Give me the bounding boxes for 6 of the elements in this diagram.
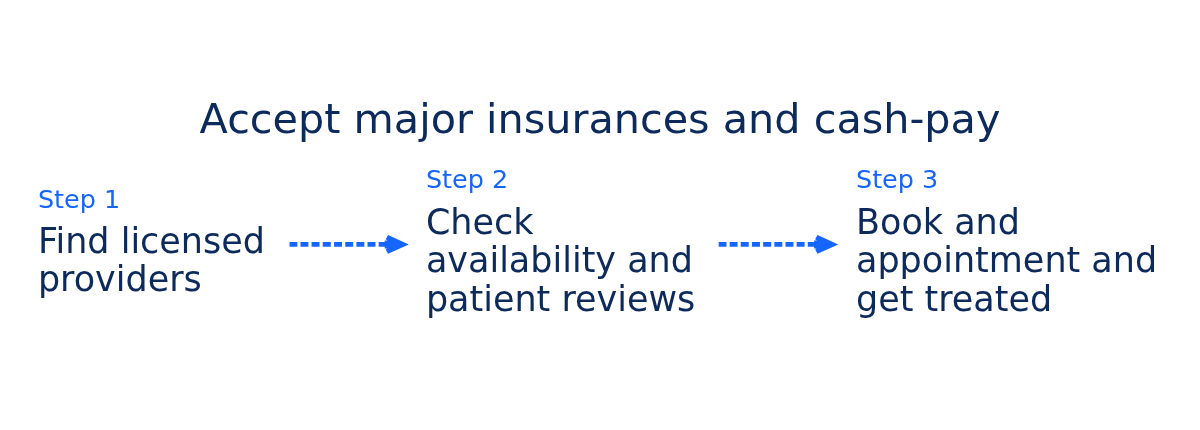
node-text: Step 2 Check availability and patient reviews: [425, 164, 696, 319]
node-text: Step 1 Find licensed providers: [37, 183, 265, 300]
node-text: Step 3 Book and appointment and get treated: [856, 164, 1158, 319]
diagram-title: Accept major insurances and cash-pay: [199, 94, 1001, 143]
arrow: [289, 234, 406, 254]
arrow: [718, 234, 835, 254]
